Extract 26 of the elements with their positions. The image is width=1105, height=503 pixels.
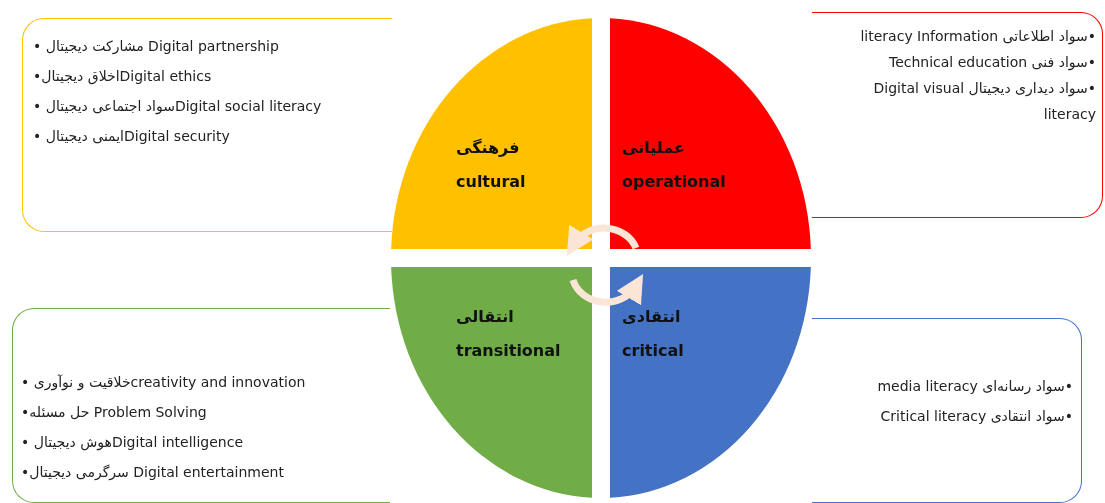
bullet-item: • هوش دیجیتالDigital intelligence bbox=[21, 433, 244, 453]
quadrant-label: transitional bbox=[456, 341, 561, 360]
quadrant-label: operational bbox=[622, 172, 726, 191]
bullet-item: • سواد اجتماعی دیجیتالDigital social literacy bbox=[33, 97, 323, 117]
quadrant-label: cultural bbox=[456, 172, 526, 191]
bullet-item: •سواد اطلاعاتی literacy Information bbox=[859, 27, 1096, 47]
bullet-item: •سرگرمی دیجیتال Digital entertainment bbox=[21, 463, 285, 483]
bullet-item: •سواد فنی Technical education bbox=[887, 53, 1096, 73]
bullet-item: • خلاقیت و نوآوریcreativity and innovation bbox=[21, 373, 307, 393]
cycle-arrow bbox=[565, 224, 640, 256]
bullet-item: •سواد رسانه‌ای media literacy bbox=[876, 377, 1073, 397]
quadrant-label: عملیاتی bbox=[622, 138, 685, 157]
bullet-item: •سواد انتقادی Critical literacy bbox=[879, 407, 1073, 427]
bullet-item: • مشارکت دیجیتال Digital partnership bbox=[33, 37, 280, 57]
quadrant-label: انتقالی bbox=[456, 307, 514, 326]
quadrant-label: فرهنگی bbox=[456, 138, 520, 157]
bullet-item: •سواد دیداری دیجیتال Digital visual literacy bbox=[872, 79, 1096, 124]
text-box bbox=[812, 318, 1082, 503]
bullet-item: •اخلاق دیجیتالDigital ethics bbox=[33, 67, 213, 87]
bullet-item: • ایمنی دیجیتالDigital security bbox=[33, 127, 231, 146]
bullet-item: •حل مسئله Problem Solving bbox=[21, 403, 208, 422]
text-box bbox=[12, 308, 390, 503]
quadrant-label: critical bbox=[622, 341, 684, 360]
text-box bbox=[22, 18, 392, 232]
text-box bbox=[812, 12, 1103, 218]
quadrant-label: انتقادی bbox=[622, 307, 681, 326]
